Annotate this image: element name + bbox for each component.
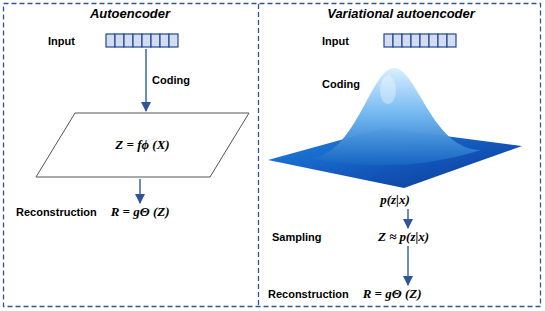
vector-cell	[384, 34, 393, 47]
vector-cell	[420, 34, 429, 47]
formula-text: R = gΘ (Z)	[111, 204, 170, 220]
vector-cell	[115, 34, 124, 47]
text-node: Reconstruction R = gΘ (Z)	[268, 286, 422, 302]
edge-label: Sampling	[272, 231, 322, 243]
vector-cell	[411, 34, 420, 47]
vector-cells	[105, 33, 179, 48]
dashed-frame	[4, 4, 541, 307]
formula-text: Z = fϕ (X)	[115, 137, 169, 153]
text-node: Z ≈ p(z|x)	[378, 229, 429, 245]
panel-title: Variational autoencoder	[261, 6, 541, 21]
panel-title: Autoencoder	[4, 6, 256, 21]
vector-cell	[402, 34, 411, 47]
vector-cell	[151, 34, 160, 47]
vector-cell	[106, 34, 115, 47]
dashed-divider	[258, 4, 259, 307]
formula-text: R = gΘ (Z)	[363, 286, 422, 302]
latent-plane: Z = fϕ (X)	[35, 112, 250, 178]
formula-text: p(z|x)	[380, 192, 410, 208]
arrow-connector	[407, 246, 409, 285]
vector-cell	[133, 34, 142, 47]
node-label: Reconstruction	[268, 288, 349, 300]
vector-cells	[383, 33, 457, 48]
vector-cell	[447, 34, 456, 47]
plane-shape	[36, 113, 249, 177]
arrow-connector	[139, 179, 141, 203]
node-label: Input	[322, 35, 349, 47]
vector-cell	[124, 34, 133, 47]
vector-cell	[429, 34, 438, 47]
gaussian-surface	[266, 60, 524, 192]
gaussian-distribution: p(z|x)	[266, 60, 524, 208]
edge-label: Coding	[152, 74, 190, 86]
vector-cell	[160, 34, 169, 47]
formula-text: Z ≈ p(z|x)	[378, 229, 429, 245]
vector-cell	[393, 34, 402, 47]
node-label: Reconstruction	[16, 206, 97, 218]
step-label: Coding	[322, 78, 360, 90]
bell-surface	[311, 68, 481, 165]
node-label: Input	[48, 35, 75, 47]
highlight	[380, 76, 396, 104]
text-node: Reconstruction R = gΘ (Z)	[16, 204, 170, 220]
vector-cell	[169, 34, 178, 47]
input-vector: Input	[48, 33, 179, 48]
input-vector: Input	[322, 33, 457, 48]
arrow-connector	[407, 209, 409, 228]
vector-cell	[438, 34, 447, 47]
vector-cell	[142, 34, 151, 47]
arrow-connector	[145, 49, 147, 111]
